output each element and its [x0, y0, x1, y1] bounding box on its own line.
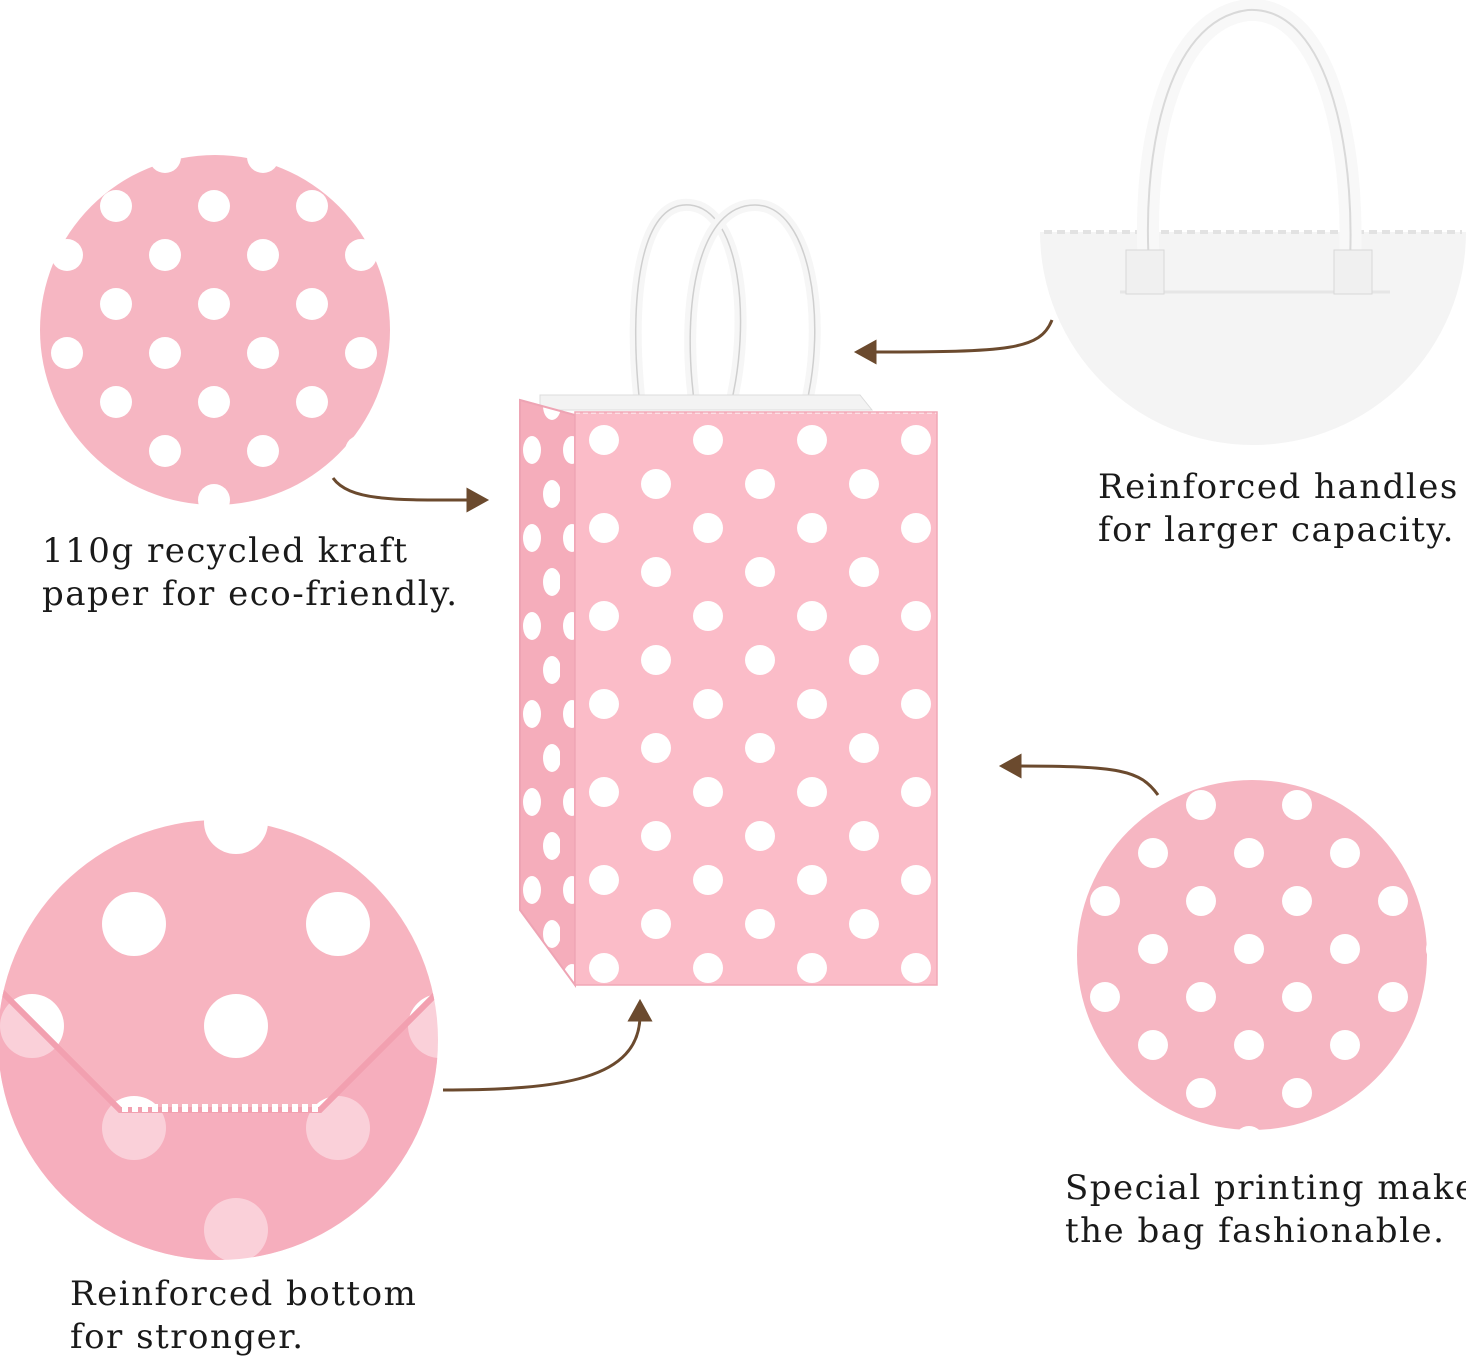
caption-line: 110g recycled kraft — [42, 531, 409, 571]
caption-line: the bag fashionable. — [1065, 1211, 1446, 1251]
caption-special-printing: Special printing makes the bag fashionab… — [1065, 1167, 1466, 1253]
arrow-printing-to-bag — [998, 753, 1160, 796]
arrow-bottom-to-bag — [442, 998, 653, 1092]
caption-line: Special printing makes — [1065, 1168, 1466, 1208]
arrow-handles-to-bag — [853, 319, 1054, 365]
caption-reinforced-bottom: Reinforced bottom for stronger. — [70, 1273, 417, 1359]
product-bag-illustration — [519, 198, 938, 989]
printing-detail-circle — [1077, 780, 1427, 1130]
caption-recycled-paper: 110g recycled kraft paper for eco-friend… — [42, 530, 459, 616]
caption-line: paper for eco-friendly. — [42, 574, 459, 614]
caption-reinforced-handles: Reinforced handles for larger capacity. — [1098, 466, 1459, 552]
paper-texture-detail-circle — [40, 155, 390, 505]
handle-detail-illustration — [1040, 0, 1466, 445]
caption-line: for stronger. — [70, 1317, 305, 1357]
caption-line: Reinforced bottom — [70, 1274, 418, 1314]
arrow-paper-to-bag — [331, 477, 490, 513]
bottom-detail-circle — [0, 820, 438, 1260]
caption-line: Reinforced handles — [1098, 467, 1459, 507]
caption-line: for larger capacity. — [1098, 510, 1455, 550]
